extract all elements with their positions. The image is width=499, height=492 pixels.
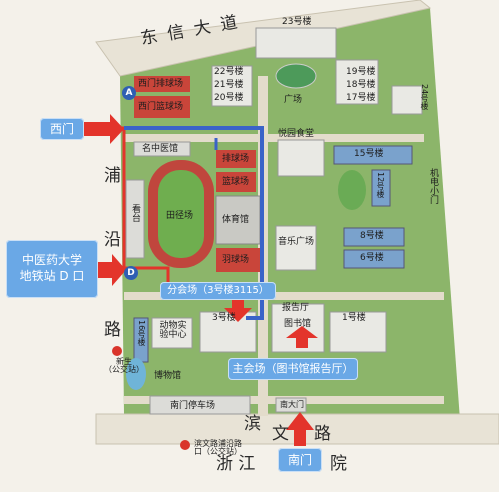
b15-shape — [333, 145, 413, 165]
animal-center-shape — [151, 317, 193, 349]
label-b1: 1号楼 — [342, 313, 366, 323]
badminton-court — [216, 248, 260, 272]
label-gym: 体育馆 — [222, 215, 250, 225]
road-label-south-lu: 路 — [314, 424, 331, 444]
label-b19: 19号楼 — [346, 67, 376, 77]
label-library: 图书馆 — [284, 319, 312, 329]
b23-shape — [255, 27, 337, 59]
label-b22: 22号楼 — [214, 67, 244, 77]
bus-icon-binwen — [180, 440, 190, 450]
label-west-volleyball: 西门排球场 — [138, 79, 184, 89]
label-b24: 24号楼 — [420, 84, 429, 111]
label-animal: 动物实验中心 — [159, 321, 187, 340]
label-south-gate: 南大门 — [280, 400, 304, 409]
label-stand: 看台 — [130, 204, 140, 222]
basketball-court — [216, 172, 256, 192]
label-west-basketball: 西门篮球场 — [138, 102, 184, 112]
callout-metro: 中医药大学 地铁站 D 口 — [6, 240, 98, 298]
label-b16: 16号楼 — [137, 320, 146, 347]
b12-shape — [371, 169, 391, 207]
west-volleyball-court — [134, 76, 190, 92]
label-bus-binwen: 滨文路浦沿路 口（公交站） — [194, 439, 242, 456]
b6-shape — [343, 249, 405, 269]
label-b6: 6号楼 — [360, 253, 384, 263]
label-b8: 8号楼 — [360, 231, 384, 241]
music-square-shape — [275, 225, 317, 271]
branch-arrow — [224, 300, 252, 322]
label-canteen: 悦园食堂 — [278, 129, 315, 139]
road-label-zhejiang: 浙 江 — [216, 454, 256, 474]
b8-shape — [343, 227, 405, 247]
south-gate-shape — [275, 397, 307, 413]
volleyball-court — [216, 150, 256, 168]
canteen-shape — [277, 139, 325, 177]
label-b15: 15号楼 — [354, 149, 384, 159]
gym — [215, 195, 261, 245]
zhongtu-building — [133, 141, 191, 157]
road-label-west-1: 浦 — [104, 166, 121, 186]
callout-south-gate: 南门 — [278, 448, 322, 472]
label-parking: 南门停车场 — [170, 401, 216, 411]
road-label-east-gate: 机电小门 — [428, 168, 438, 204]
subway-marker-d: D — [124, 266, 138, 280]
label-b21: 21号楼 — [214, 80, 244, 90]
road-label-west-2: 沿 — [104, 230, 121, 250]
metro-arrow — [98, 254, 126, 286]
west-gate-arrow — [84, 114, 124, 144]
label-b23: 23号楼 — [282, 17, 312, 27]
label-square: 广场 — [284, 95, 303, 105]
label-volleyball: 排球场 — [222, 154, 250, 164]
road-label-yuan: 院 — [330, 454, 347, 474]
field — [158, 170, 204, 258]
label-basketball: 篮球场 — [222, 177, 250, 187]
label-badminton: 羽球场 — [222, 255, 250, 265]
label-b20: 20号楼 — [214, 93, 244, 103]
road-label-south-bin: 滨 — [244, 414, 261, 434]
label-b18: 18号楼 — [346, 80, 376, 90]
label-b3: 3号楼 — [212, 313, 236, 323]
callout-branch-venue: 分会场（3号楼3115） — [160, 282, 276, 300]
road-label-south-wen: 文 — [272, 424, 289, 444]
label-music-square: 音乐广场 — [278, 237, 315, 247]
label-b12: 12号楼 — [376, 172, 385, 199]
west-basketball-court — [134, 96, 190, 118]
label-b17: 17号楼 — [346, 93, 376, 103]
route-blue — [124, 126, 264, 320]
label-field: 田径场 — [166, 211, 194, 221]
label-bus-xinsheng: 新生 （公交站） — [104, 357, 144, 374]
south-gate-arrow — [286, 412, 314, 446]
bus-icon-xinsheng — [112, 346, 122, 356]
label-report-hall: 报告厅 — [282, 303, 310, 313]
label-zhongtu: 名中医馆 — [142, 144, 179, 154]
callout-metro-text: 中医药大学 地铁站 D 口 — [19, 253, 85, 283]
subway-marker-a: A — [122, 86, 136, 100]
callout-west-gate: 西门 — [40, 118, 84, 140]
main-arrow — [286, 326, 318, 348]
label-museum: 博物馆 — [154, 371, 182, 381]
stand — [125, 179, 145, 259]
road-label-west-3: 路 — [104, 320, 121, 340]
parking-shape — [149, 395, 251, 415]
callout-main-venue: 主会场（图书馆报告厅） — [228, 358, 358, 380]
